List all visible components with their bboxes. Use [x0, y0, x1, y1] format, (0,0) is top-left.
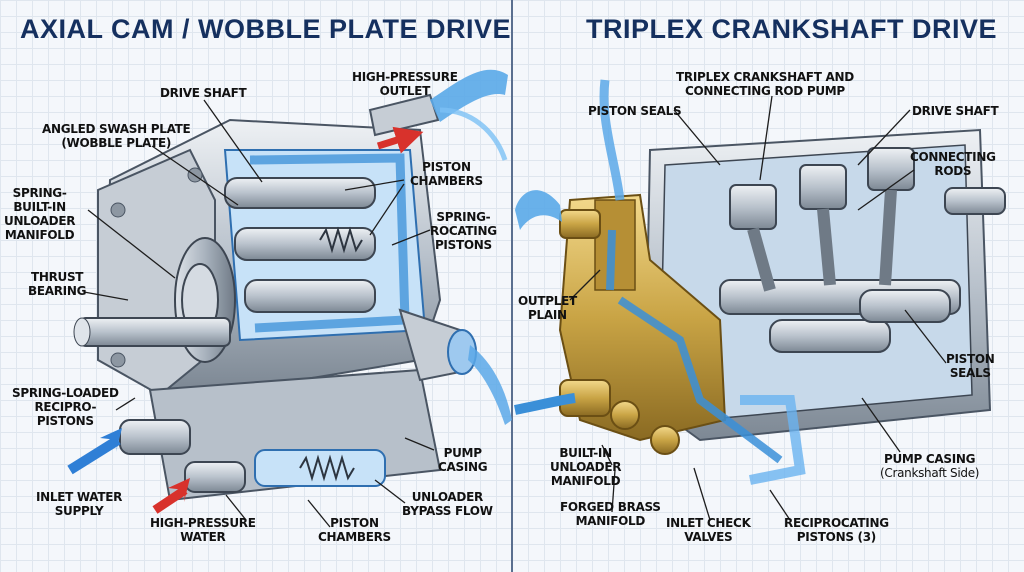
label-drive-shaft-right: DRIVE SHAFT [912, 104, 999, 118]
check-valve-1 [610, 400, 640, 430]
piston-1 [224, 177, 376, 209]
inlet-flow-arrow [67, 435, 121, 475]
rod-2 [817, 208, 836, 286]
piston-top-3 [867, 147, 915, 191]
rod-1 [747, 227, 776, 292]
manifold-water-path [606, 229, 783, 464]
return-flow [740, 395, 806, 485]
top-outlet-pipe [368, 93, 440, 137]
axial-pump-illustration [67, 69, 512, 514]
label-piston-seals-top: PISTON SEALS [588, 104, 682, 118]
hp-water-arrow [168, 478, 190, 502]
spring-upper [319, 226, 363, 254]
rod-3 [879, 189, 897, 286]
right-panel-title: TRIPLEX CRANKSHAFT DRIVE [586, 14, 998, 44]
inlet-port [119, 419, 191, 455]
spray-right-top [599, 79, 625, 201]
piston-top-2 [799, 164, 847, 210]
water-channel [249, 153, 410, 333]
piston-3 [244, 279, 376, 313]
spray-lower [468, 345, 512, 425]
recip-piston-2 [859, 289, 951, 323]
leader-lines [83, 95, 947, 528]
check-valve-2 [650, 425, 680, 455]
spray-right [515, 190, 562, 230]
recip-piston [769, 319, 891, 353]
label-swash-plate: ANGLED SWASH PLATE(WOBBLE PLATE) [42, 122, 191, 150]
triplex-pump-illustration [514, 79, 1006, 485]
label-pump-casing-right: PUMP CASING(Crankshaft Side) [880, 452, 980, 480]
piston-top-1 [729, 184, 777, 230]
bypass-spring [299, 454, 355, 482]
outlet-flow-arrow [376, 126, 424, 154]
drive-shaft [79, 317, 231, 347]
left-panel-title: AXIAL CAM / WOBBLE PLATE DRIVE [20, 14, 512, 44]
drive-shaft-right [944, 187, 1006, 215]
hp-port [184, 461, 246, 493]
inlet-water-flow [514, 393, 576, 415]
outlet-fitting [559, 209, 601, 239]
label-drive-shaft: DRIVE SHAFT [160, 86, 247, 100]
